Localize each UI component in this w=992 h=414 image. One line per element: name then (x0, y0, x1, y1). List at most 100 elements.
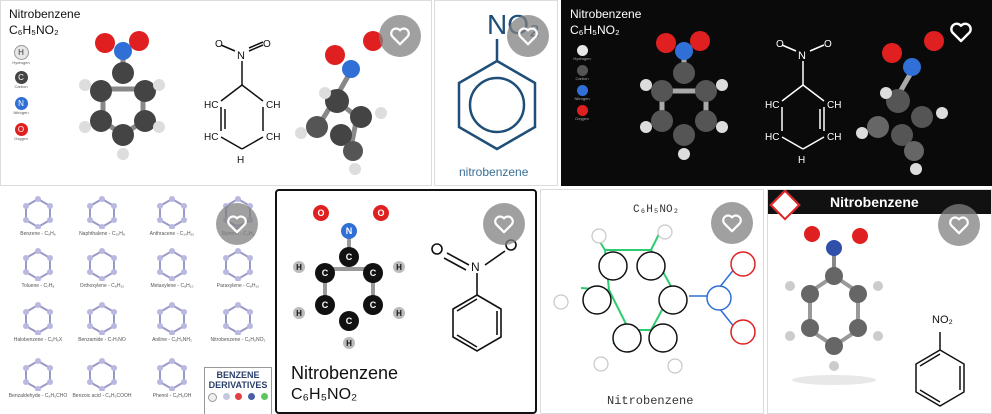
result-tile-7[interactable]: Nitrobenzene (767, 189, 992, 414)
tile6-formula: C₆H₅NO₂ (633, 204, 680, 216)
molecule-thumbnail (87, 358, 117, 391)
ball-stick-model (79, 31, 165, 160)
svg-text:CH: CH (827, 100, 841, 111)
box-title-1: BENZENE (216, 370, 260, 380)
molecule-thumbnail (87, 196, 117, 229)
derivative-cell: Paraxylene - C₈H₁₀ (206, 245, 270, 295)
derivative-label: Naphthalene - C₁₀H₈ (79, 231, 125, 237)
result-tile-2[interactable]: NO₂ nitrobenzene (434, 0, 558, 186)
molecule-thumbnail (23, 358, 53, 391)
legend-n: N Nitrogen (13, 97, 29, 115)
ball-stick-model-rotated (295, 31, 387, 175)
derivatives-box: BENZENE DERIVATIVES (204, 367, 272, 414)
heart-outline-icon (227, 215, 247, 234)
derivative-cell: Phenol - C₆H₅OH (140, 355, 204, 405)
favorite-button[interactable] (938, 204, 980, 246)
atom-label-c: C (322, 268, 329, 278)
legend-o: O Oxygen (14, 123, 28, 141)
tile5-illustration: N O O C C C C C C H H H H H (293, 205, 517, 352)
derivative-label: Benzamide - C₇H₇NO (78, 337, 126, 343)
derivative-cell: Benzaldehyde - C₆H₅CHO (6, 355, 70, 405)
derivative-label: Aniline - C₆H₅NH₂ (152, 337, 192, 343)
molecule-thumbnail (223, 302, 253, 335)
tile3-formula: C₆H₅NO₂ (570, 23, 620, 37)
favorite-button[interactable] (216, 203, 258, 245)
molecule-thumbnail (157, 302, 187, 335)
tile1-illustration: O N O HC CH HC CH H (79, 31, 387, 175)
carbon-atoms (582, 251, 688, 353)
atom-label-o: O (317, 208, 324, 218)
derivative-cell: Metaxylene - C₈H₁₀ (140, 245, 204, 295)
derivative-label: Phenol - C₆H₅OH (152, 393, 192, 399)
derivative-cell: Benzene - C₆H₆ (6, 193, 70, 243)
tile2-illustration (457, 39, 537, 151)
svg-text:CH: CH (266, 132, 280, 143)
tile3-title: Nitrobenzene (570, 7, 642, 21)
ball-stick-model-rotated (856, 31, 948, 175)
atom-label-c: C (370, 300, 377, 310)
atom-label-c: C (346, 316, 353, 326)
tile7-title: Nitrobenzene (830, 194, 919, 210)
tile3-illustration: O N O HC CH HC CH H (640, 31, 948, 175)
derivative-cell: Aniline - C₆H₅NH₂ (140, 299, 204, 349)
svg-text:H: H (798, 155, 805, 166)
nitro-bonds (689, 267, 736, 329)
favorite-button[interactable] (379, 15, 421, 57)
molecule-thumbnail (87, 248, 117, 281)
tile7-group-label: NO₂ (932, 314, 953, 326)
result-tile-1[interactable]: Nitrobenzene C₆H₅NO₂ H Hydrogen C Carbon… (0, 0, 432, 186)
derivative-label: Benzaldehyde - C₆H₅CHO (8, 393, 68, 399)
derivative-cell: Halobenzene - C₆H₅X (6, 299, 70, 349)
tile1-title: Nitrobenzene (9, 7, 81, 21)
atom-label-n: N (346, 226, 353, 236)
heart-outline-icon (950, 22, 972, 43)
derivative-label: Nitrobenzene - C₆H₅NO₂ (210, 337, 266, 343)
favorite-button[interactable] (940, 11, 982, 53)
result-tile-5[interactable]: N O O C C C C C C H H H H H (275, 189, 537, 414)
tile5-title: Nitrobenzene (291, 363, 399, 383)
svg-text:N: N (471, 260, 480, 274)
svg-text:H: H (237, 155, 244, 166)
derivative-label: Paraxylene - C₈H₁₀ (216, 283, 260, 289)
derivative-cell: Toluene - C₇H₈ (6, 245, 70, 295)
svg-text:HC: HC (204, 100, 218, 111)
molecule-thumbnail (87, 302, 117, 335)
box-title-2: DERIVATIVES (208, 380, 268, 390)
atom-label-c: C (370, 268, 377, 278)
nitrogen-atom (706, 285, 732, 311)
skeletal-formula (915, 332, 965, 407)
svg-text:O: O (824, 39, 832, 50)
atom-label-h: H (346, 339, 352, 348)
tile6-caption: Nitrobenzene (607, 394, 694, 408)
molecule-thumbnail (157, 196, 187, 229)
result-tile-3[interactable]: Nitrobenzene C₆H₅NO₂ Hydrogen Carbon Nit… (561, 0, 992, 186)
tile6-illustration (553, 224, 756, 374)
svg-text:O: O (215, 39, 223, 50)
legend-h: H Hydrogen (11, 45, 31, 71)
structural-formula: O N O HC CH HC CH H (765, 39, 841, 166)
atom-label-h: H (396, 263, 402, 272)
svg-text:CH: CH (827, 132, 841, 143)
derivative-label: Toluene - C₇H₈ (21, 283, 55, 289)
tile7-illustration (785, 226, 965, 407)
molecule-thumbnail (157, 248, 187, 281)
result-tile-6[interactable]: C₆H₅NO₂ (540, 189, 764, 414)
favorite-button[interactable] (483, 203, 525, 245)
oxygen-atom (730, 319, 756, 345)
hydrogen-atoms (553, 224, 683, 374)
svg-text:HC: HC (765, 100, 779, 111)
heart-outline-icon (722, 214, 742, 233)
molecule-thumbnail (157, 358, 187, 391)
derivative-label: Halobenzene - C₆H₅X (13, 337, 63, 343)
derivative-cell: Benzoic acid - C₆H₅COOH (70, 355, 134, 405)
favorite-button[interactable] (711, 202, 753, 244)
skeletal-formula: N (431, 239, 517, 352)
legend-c: C Carbon (14, 71, 28, 89)
derivative-label: Orthoxylene - C₈H₁₀ (79, 283, 125, 289)
atom-label-c: C (322, 300, 329, 310)
tile2-caption: nitrobenzene (459, 165, 529, 179)
heart-outline-icon (949, 216, 969, 235)
favorite-button[interactable] (507, 15, 549, 57)
heart-outline-icon (494, 215, 514, 234)
